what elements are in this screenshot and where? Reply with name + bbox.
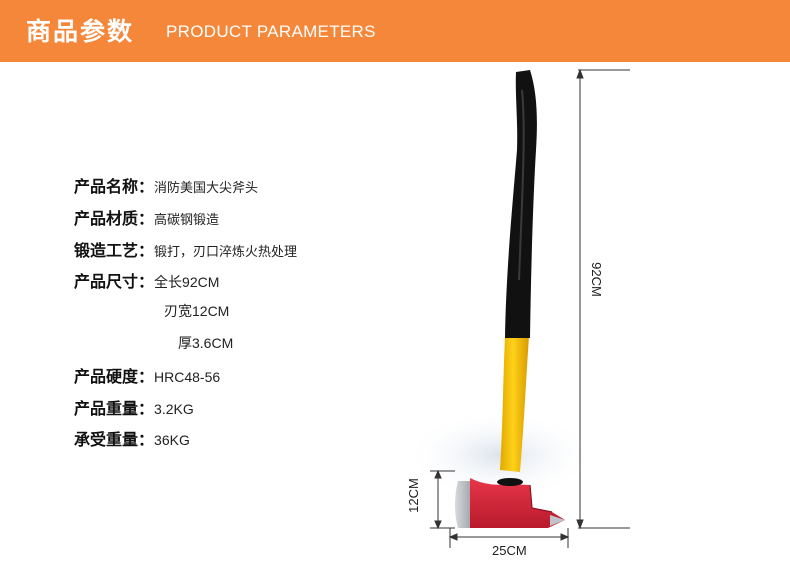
header-title-cn: 商品参数: [26, 17, 135, 46]
axe-head-edge: [529, 484, 553, 513]
dimension-head-line: [448, 528, 570, 548]
spec-value: 刃宽12CM: [164, 303, 230, 319]
spec-row-blade-width: 刃宽12CM: [164, 301, 229, 321]
spec-colon: ：: [138, 272, 155, 291]
spec-value: 锻打，刃口淬炼火热处理: [154, 245, 298, 260]
spec-row-weight: 产品重量：3.2KG: [74, 395, 194, 419]
spec-label: 锻造工艺: [74, 241, 139, 260]
spec-label: 产品硬度: [74, 367, 139, 386]
floor-shadow: [405, 410, 595, 500]
spec-value: 36KG: [154, 432, 190, 448]
dimension-length-label: 92CM: [588, 262, 604, 297]
spec-label: 产品名称: [74, 177, 139, 196]
spec-row-hardness: 产品硬度：HRC48-56: [74, 363, 220, 387]
spec-value: 高碳钢锻造: [154, 213, 220, 228]
axe-head: [470, 478, 565, 528]
dimension-blade-line: [430, 469, 455, 530]
spec-label: 产品材质: [74, 209, 139, 228]
spec-label: 产品重量: [74, 399, 139, 418]
handle-black-grip: [505, 70, 537, 338]
spec-value: HRC48-56: [154, 369, 221, 385]
dimension-blade-label: 12CM: [405, 478, 421, 513]
spec-colon: ：: [138, 209, 155, 228]
handle-highlight: [518, 89, 525, 281]
spec-value: 消防美国大尖斧头: [154, 181, 259, 196]
axe-blade: [455, 481, 472, 528]
spec-colon: ：: [138, 399, 155, 418]
spec-row-size: 产品尺寸：全长92CM: [74, 268, 219, 292]
header-title-en: PRODUCT PARAMETERS: [166, 22, 376, 41]
spec-colon: ：: [138, 177, 155, 196]
spec-row-process: 锻造工艺：锻打，刃口淬炼火热处理: [74, 237, 297, 261]
axe-pick-tip: [550, 515, 565, 526]
handle-collar: [497, 478, 523, 486]
spec-value: 3.2KG: [154, 401, 194, 417]
spec-colon: ：: [138, 241, 155, 260]
spec-row-load: 承受重量：36KG: [74, 426, 190, 450]
spec-row-name: 产品名称：消防美国大尖斧头: [74, 173, 258, 197]
header-banner: 商品参数 PRODUCT PARAMETERS: [0, 0, 790, 62]
spec-label: 承受重量: [74, 430, 139, 449]
dimension-length-line: [576, 68, 630, 530]
spec-value: 厚3.6CM: [178, 335, 234, 351]
dimension-head-label: 25CM: [492, 543, 527, 558]
spec-colon: ：: [138, 367, 155, 386]
handle-yellow: [500, 336, 529, 472]
spec-colon: ：: [138, 430, 155, 449]
spec-row-material: 产品材质：高碳钢锻造: [74, 205, 219, 229]
spec-value: 全长92CM: [154, 274, 220, 290]
spec-row-thickness: 厚3.6CM: [178, 333, 233, 353]
spec-label: 产品尺寸: [74, 272, 139, 291]
